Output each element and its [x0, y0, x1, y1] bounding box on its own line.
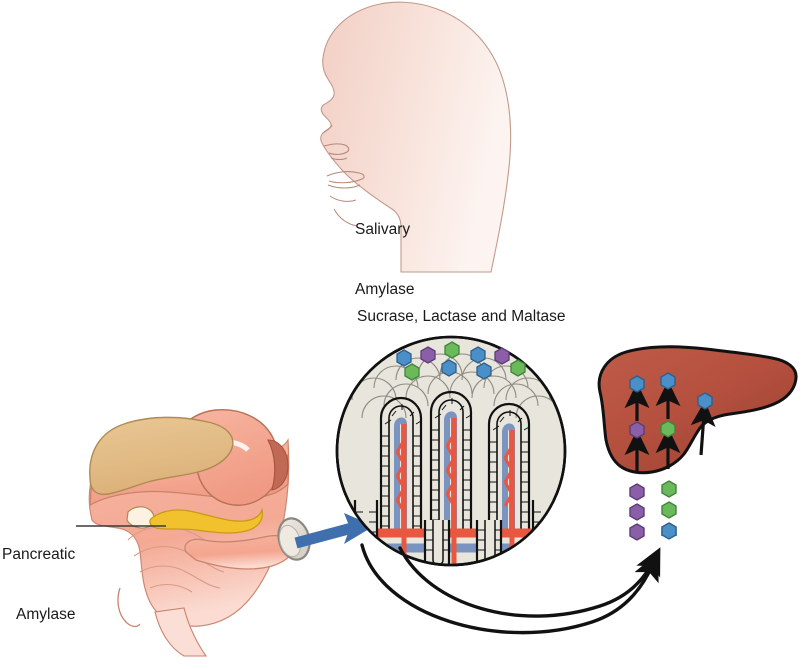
- villus-1: [379, 396, 423, 530]
- pancreatic-amylase-label: Pancreatic Amylase: [2, 505, 75, 645]
- salivary-amylase-line1: Salivary: [355, 221, 411, 238]
- salivary-amylase-line2: Amylase: [355, 281, 415, 298]
- crypt-2: [475, 520, 503, 565]
- portal-inflow-molecules: [629, 480, 677, 541]
- liver-molecules: [629, 372, 713, 439]
- villus-2: [429, 390, 473, 530]
- head-profile-illustration: [320, 1, 512, 273]
- blue-zoom-arrow: [294, 513, 374, 549]
- liver-illustration: [597, 345, 798, 475]
- brush-border-enzymes-label: Sucrase, Lactase and Maltase: [357, 308, 566, 325]
- gi-tract-illustration: [88, 409, 311, 657]
- pancreatic-amylase-line2: Amylase: [16, 606, 76, 623]
- liver-conversion-arrows: [624, 380, 716, 471]
- lumen-molecules: [396, 341, 526, 381]
- villi-magnified-circle: [335, 335, 567, 567]
- pancreatic-amylase-line1: Pancreatic: [2, 546, 76, 563]
- salivary-amylase-label: Salivary Amylase: [355, 180, 414, 320]
- villi-to-liver-arrows: [360, 543, 661, 635]
- villus-3: [487, 402, 531, 530]
